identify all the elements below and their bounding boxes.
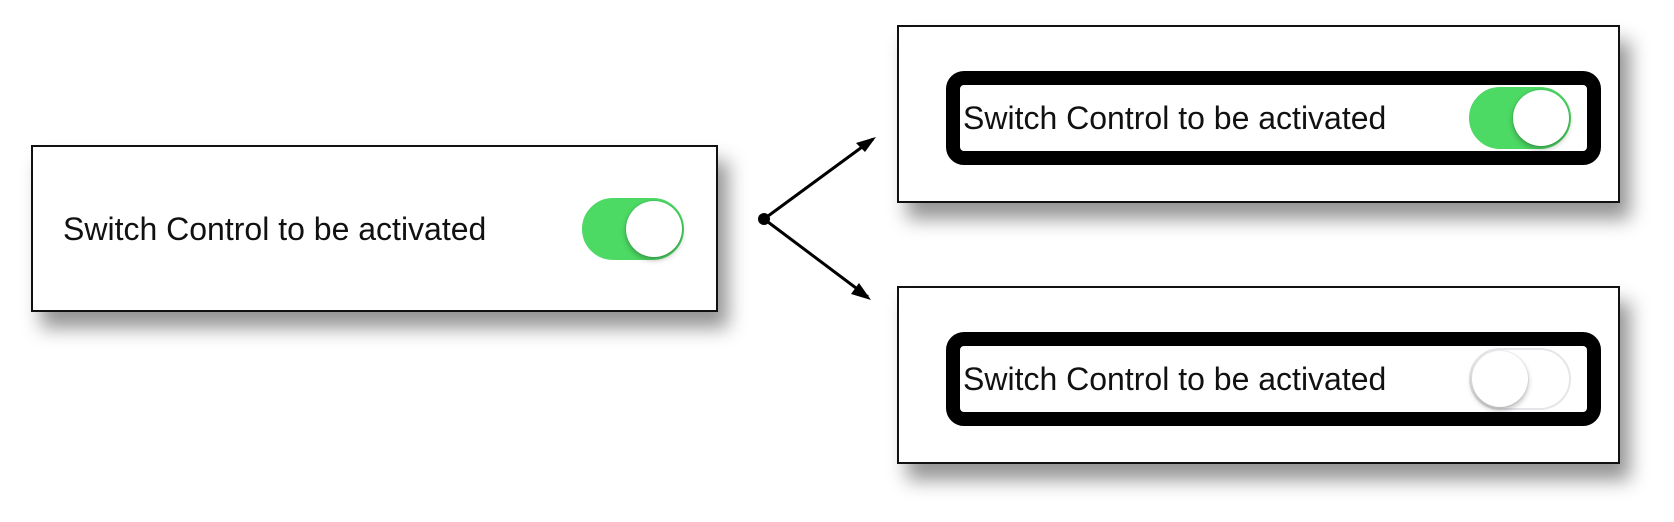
setting-label: Switch Control to be activated: [963, 100, 1387, 136]
toggle-switch-off[interactable]: [1469, 348, 1571, 410]
arrowhead-icon: [856, 137, 876, 152]
arrow-to-off-outcome: [763, 217, 869, 299]
source-setting-panel: Switch Control to be activated: [31, 145, 718, 312]
toggle-knob: [626, 201, 682, 257]
outcome-panel-off: Switch Control to be activated: [897, 286, 1620, 464]
toggle-knob: [1472, 351, 1528, 407]
toggle-switch-on[interactable]: [582, 198, 684, 260]
switch-control-focus-highlight: Switch Control to be activated: [946, 332, 1601, 426]
toggle-switch-on[interactable]: [1469, 87, 1571, 149]
arrow-to-on-outcome: [763, 137, 874, 221]
outcome-panel-on: Switch Control to be activated: [897, 25, 1620, 203]
arrowhead-icon: [851, 283, 871, 300]
switch-control-focus-highlight: Switch Control to be activated: [946, 71, 1601, 165]
setting-label: Switch Control to be activated: [63, 211, 487, 247]
setting-label: Switch Control to be activated: [963, 361, 1387, 397]
branch-dot-icon: [758, 213, 770, 225]
toggle-knob: [1513, 90, 1569, 146]
